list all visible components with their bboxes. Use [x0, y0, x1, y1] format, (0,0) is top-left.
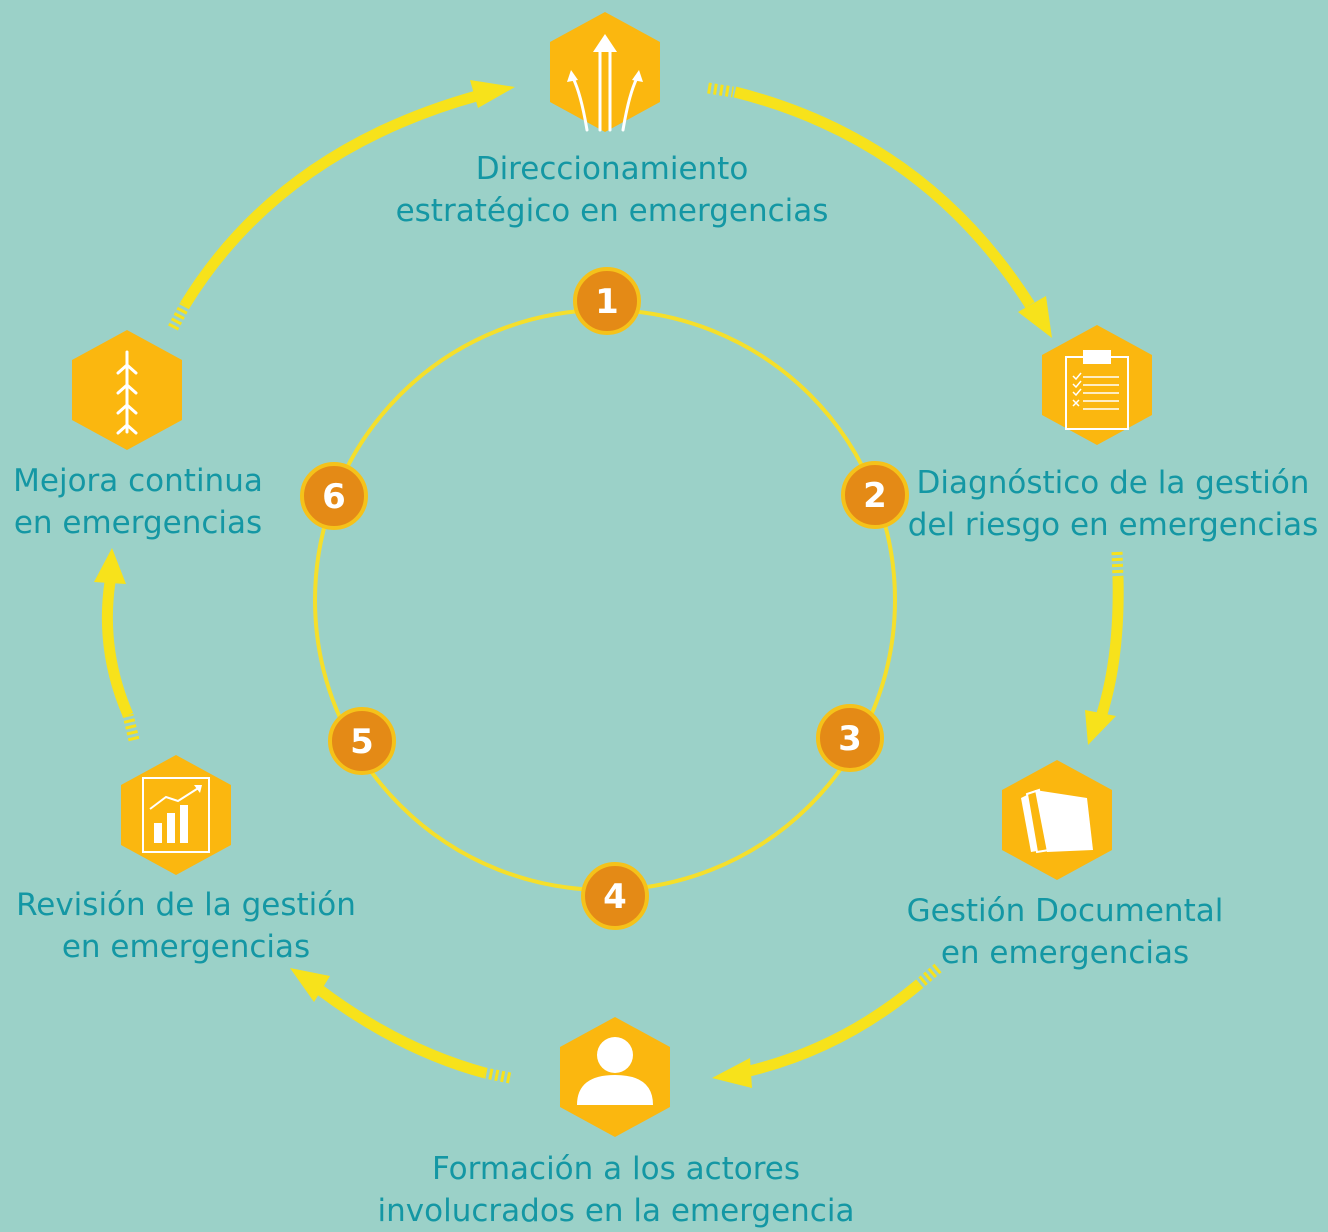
stage-6-label: Mejora continua en emergencias [0, 460, 276, 544]
stage-2-label-line2: del riesgo en emergencias [907, 507, 1319, 543]
stage-4-label: Formación a los actores involucrados en … [336, 1148, 896, 1232]
badge-5: 5 [328, 707, 396, 775]
stage-4-hexagon [560, 1017, 670, 1137]
stage-2-label: Diagnóstico de la gestión del riesgo en … [900, 462, 1326, 546]
arrow-3-to-4-stripes [914, 963, 942, 990]
stage-5-label-line1: Revisión de la gestión [16, 887, 356, 923]
stage-1-label: Direccionamiento estratégico en emergenc… [372, 148, 852, 232]
arrow-5-to-6 [101, 581, 134, 718]
arrow-6-to-1-head [470, 80, 515, 108]
clipboard-checklist-icon [1065, 350, 1129, 430]
stage-6-label-line1: Mejora continua [13, 463, 263, 499]
stage-5-label-line2: en emergencias [61, 929, 311, 965]
badge-4: 4 [581, 862, 649, 930]
arrow-4-to-5 [316, 985, 487, 1079]
badge-2: 2 [841, 461, 909, 529]
bar-chart-icon [142, 777, 210, 853]
badge-4-number: 4 [603, 877, 627, 917]
stage-5-label: Revisión de la gestión en emergencias [0, 884, 372, 968]
arrow-1-to-2-head [1018, 296, 1052, 338]
stage-3-label-line1: Gestión Documental [906, 893, 1224, 929]
arrow-4-to-5-head [290, 968, 330, 1002]
arrow-4-to-5-stripes [483, 1067, 512, 1084]
stage-5-hexagon [121, 755, 231, 875]
arrow-6-to-1 [180, 89, 482, 308]
stage-6-hexagon [72, 330, 182, 450]
stage-3-label: Gestión Documental en emergencias [880, 890, 1250, 974]
stage-4-label-line1: Formación a los actores [431, 1151, 801, 1187]
arrow-5-to-6-head [94, 548, 126, 584]
stage-2-hexagon [1042, 325, 1152, 445]
arrow-2-to-3 [1094, 577, 1124, 722]
arrow-3-to-4 [743, 980, 922, 1078]
arrow-5-to-6-stripes [122, 713, 140, 742]
inner-ring [313, 308, 897, 892]
badge-1: 1 [573, 267, 641, 335]
cycle-arrows [94, 80, 1124, 1088]
person-icon [577, 1037, 653, 1105]
stage-6-label-line2: en emergencias [13, 505, 263, 541]
stage-2-label-line1: Diagnóstico de la gestión [916, 465, 1310, 501]
badge-5-number: 5 [350, 722, 374, 762]
arrow-1-to-2-stripes [707, 82, 734, 98]
arrow-6-to-1-stripes [168, 302, 190, 331]
badge-3: 3 [816, 704, 884, 772]
chevrons-up-icon [116, 350, 138, 435]
stage-3-hexagon [1002, 760, 1112, 880]
diverging-arrows-icon [567, 34, 643, 132]
badge-1-number: 1 [595, 282, 619, 322]
arrow-1-to-2 [733, 86, 1035, 308]
stage-1-label-line1: Direccionamiento [475, 151, 749, 187]
badge-3-number: 3 [838, 719, 862, 759]
stage-4-label-line2: involucrados en la emergencia [377, 1193, 855, 1229]
stage-3-label-line2: en emergencias [940, 935, 1190, 971]
arrow-3-to-4-head [712, 1058, 752, 1088]
arrow-2-to-3-head [1085, 710, 1116, 745]
arrow-2-to-3-stripes [1111, 551, 1124, 579]
badge-6-number: 6 [322, 477, 346, 517]
badge-6: 6 [300, 462, 368, 530]
stage-1-hexagon [550, 12, 660, 132]
badge-2-number: 2 [863, 476, 887, 516]
documents-icon [1021, 788, 1093, 854]
stage-1-label-line2: estratégico en emergencias [395, 193, 829, 229]
